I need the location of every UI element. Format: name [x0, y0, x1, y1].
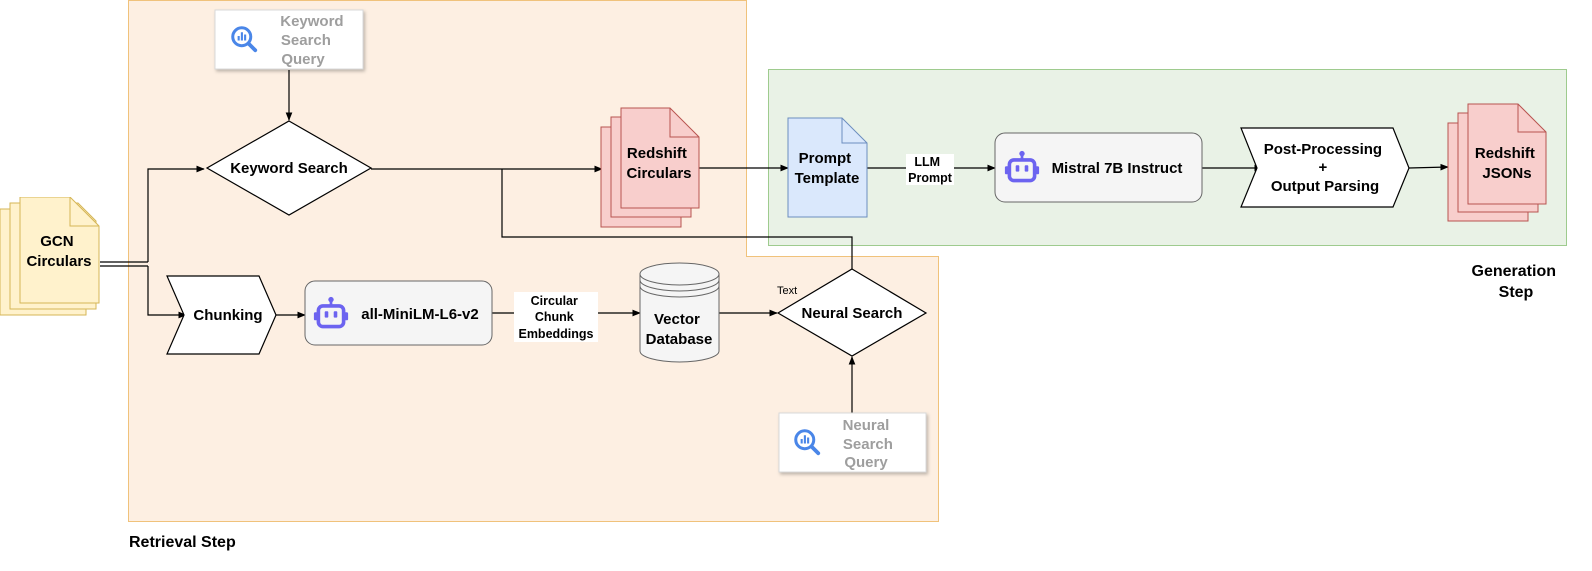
llm-prompt-label: LLM Prompt	[906, 154, 954, 185]
redshift-jsons-doc: Redshift JSONs	[1447, 103, 1547, 222]
gcn-circulars-doc: GCN Circulars	[0, 197, 100, 316]
svg-text:GCN Circulars: GCN Circulars	[26, 233, 91, 270]
edge-postprocessing-to-jsons	[1408, 163, 1449, 171]
svg-text:Chunking: Chunking	[193, 307, 262, 324]
chunking-node: Chunking	[166, 275, 277, 355]
vector-database-node: Vector Database	[639, 262, 720, 363]
svg-text:Redshift Circulars: Redshift Circulars	[626, 145, 691, 182]
keyword-search-query-card[interactable]: Keyword Search Query	[214, 9, 364, 70]
keyword-search-node: Keyword Search	[205, 120, 373, 216]
neural-search-node: Neural Search	[776, 268, 928, 357]
svg-text:Keyword Search: Keyword Search	[230, 160, 348, 177]
redshift-circulars-doc: Redshift Circulars	[600, 107, 700, 228]
retrieval-region	[128, 0, 939, 522]
retrieval-step-label: Retrieval Step	[129, 534, 236, 551]
svg-text:Mistral 7B Instruct: Mistral 7B Instruct	[1052, 160, 1183, 177]
edges	[100, 70, 1449, 413]
generation-step-label: Generation Step	[1472, 263, 1561, 301]
mistral-model-node: Mistral 7B Instruct	[994, 132, 1203, 203]
minilm-model-node: all-MiniLM-L6-v2	[304, 280, 493, 346]
svg-text:Prompt Template: Prompt Template	[795, 150, 860, 187]
svg-text:Post-Processing +: Post-Processing + Output Parsing	[1264, 141, 1387, 195]
svg-text:LLM Prompt: LLM Prompt	[908, 155, 953, 185]
text-edge-label: Text	[777, 285, 797, 297]
svg-text:Neural Search: Neural Search	[802, 305, 903, 322]
prompt-template-doc: Prompt Template	[787, 117, 868, 218]
edge-neural-to-redshift-junction	[501, 169, 853, 269]
embeddings-label: Circular Chunk Embeddings	[514, 292, 598, 342]
svg-text:Keyword Search Que: Keyword Search Query	[280, 13, 348, 68]
svg-text:Vector Database: Vector Database	[646, 311, 713, 348]
post-processing-node: Post-Processing + Output Parsing	[1240, 127, 1410, 208]
svg-text:Neural Search Quer: Neural Search Query	[843, 417, 898, 471]
svg-text:Redshift JSONs: Redshift JSONs	[1475, 145, 1539, 182]
svg-text:all-MiniLM-L6-v2: all-MiniLM-L6-v2	[361, 306, 479, 323]
svg-text:Circular Chunk Emb: Circular Chunk Embeddings	[518, 294, 593, 341]
edge-gcn-to-chunking	[147, 266, 187, 319]
neural-search-query-card[interactable]: Neural Search Query	[778, 412, 927, 473]
